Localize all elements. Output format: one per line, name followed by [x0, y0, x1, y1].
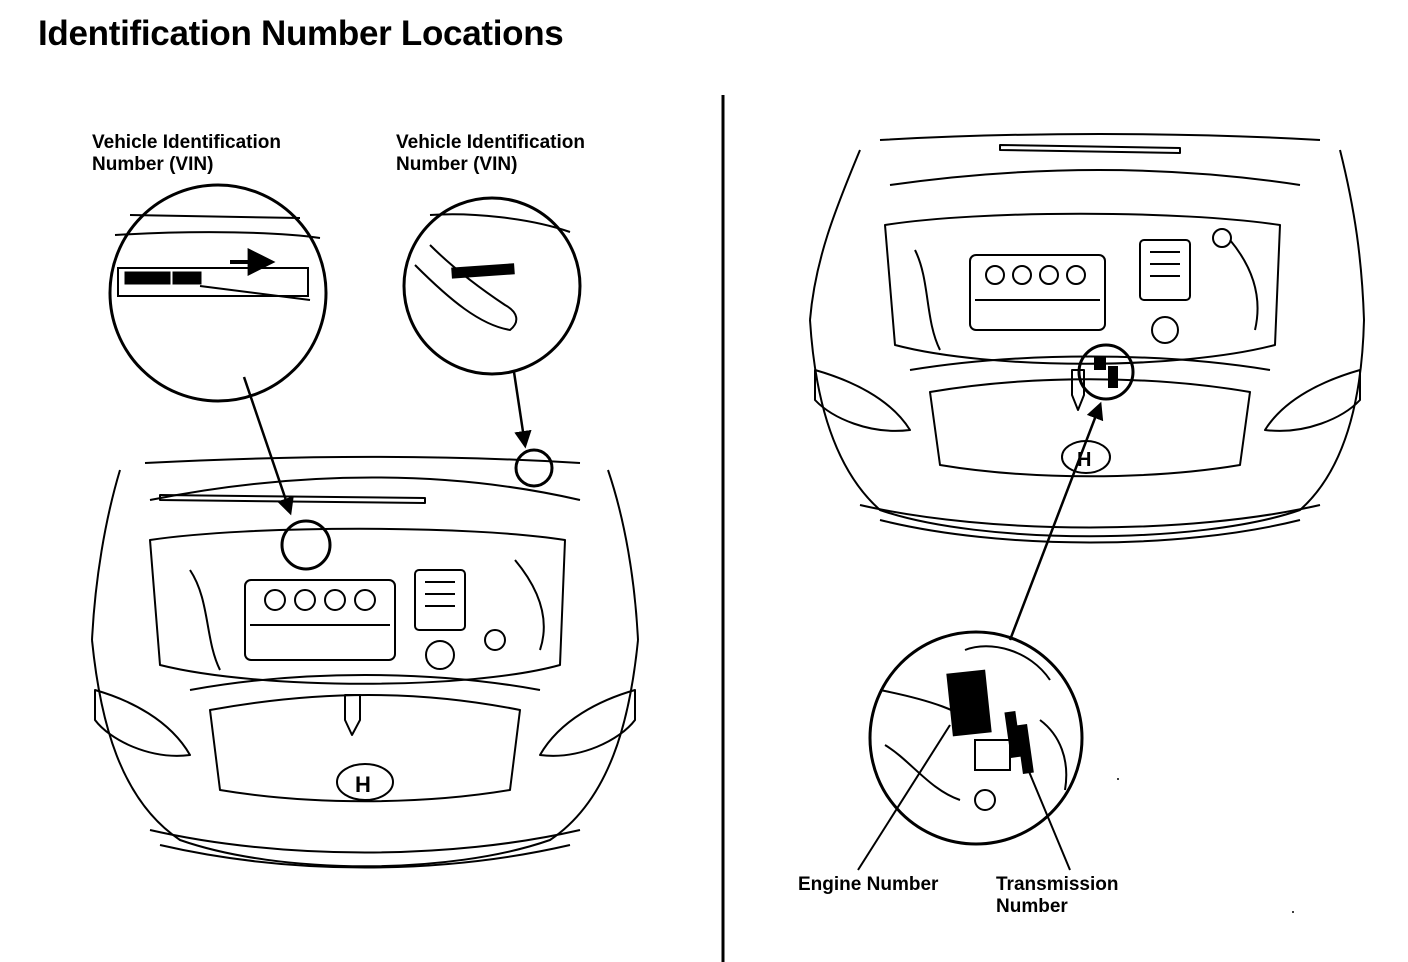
- vin-label-left: Vehicle Identification Number (VIN): [92, 132, 281, 176]
- engine-target-circle: [1077, 343, 1135, 401]
- engine-number-label: Engine Number: [798, 874, 938, 896]
- vin-label-left-line2: Number (VIN): [92, 154, 214, 175]
- vin-label-right-line1: Vehicle Identification: [396, 132, 585, 153]
- engine-detail-leader: [1008, 401, 1104, 641]
- vin-right-target: [514, 448, 554, 488]
- engine-number-label-line1: Engine Number: [798, 874, 939, 895]
- left-car-illustration: H: [91, 456, 639, 869]
- transmission-number-label-line1: Transmission: [996, 874, 1119, 895]
- engine-detail-circle: [868, 630, 1084, 846]
- vin-left-leader: [242, 376, 294, 516]
- transmission-number-label-line2: Number: [996, 896, 1068, 917]
- vin-label-left-line1: Vehicle Identification: [92, 132, 281, 153]
- vin-detail-circle-right: [402, 196, 582, 376]
- speck: [1292, 911, 1294, 913]
- right-car-illustration: H: [809, 133, 1365, 544]
- vin-left-target: [280, 519, 332, 571]
- vin-label-right-line2: Number (VIN): [396, 154, 518, 175]
- vin-right-leader: [512, 371, 532, 449]
- speck: [1117, 778, 1119, 780]
- vin-label-right: Vehicle Identification Number (VIN): [396, 132, 585, 176]
- svg-text:H: H: [355, 772, 371, 797]
- page-title: Identification Number Locations: [38, 14, 564, 53]
- transmission-number-leader: [1019, 749, 1071, 871]
- transmission-number-label: Transmission Number: [996, 874, 1119, 918]
- engine-number-leader: [857, 724, 951, 871]
- vin-detail-circle-left: [108, 183, 328, 403]
